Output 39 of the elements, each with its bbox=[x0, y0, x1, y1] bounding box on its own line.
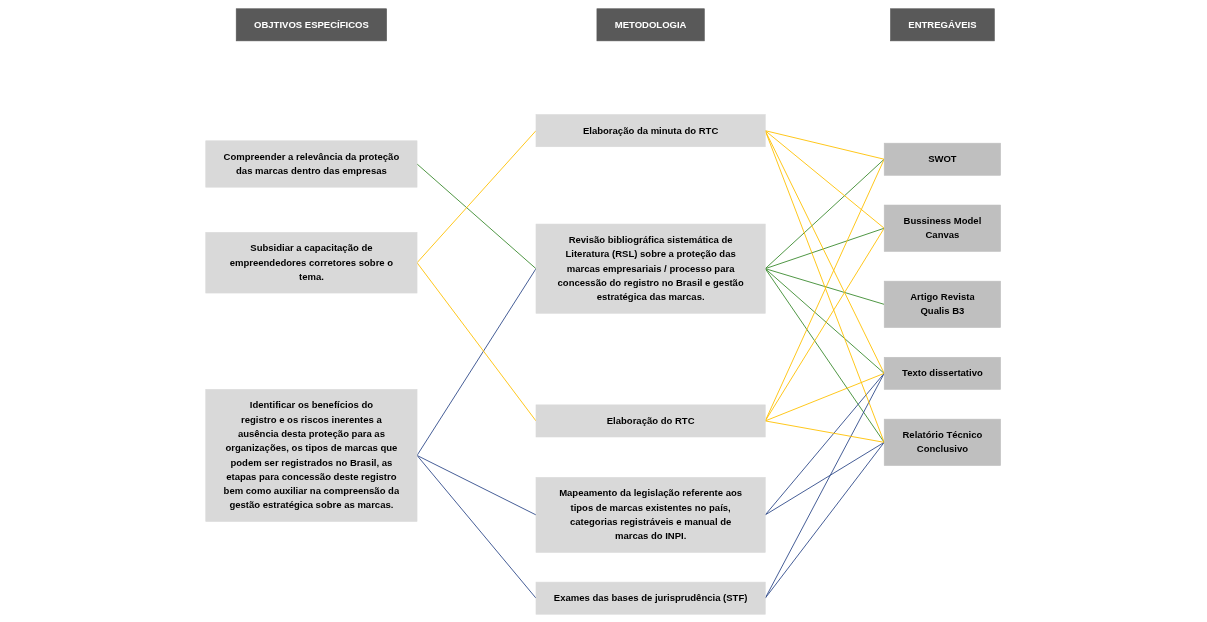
node-box bbox=[536, 404, 766, 437]
flowchart-drawing: OBJTIVOS ESPECÍFICOS Compreender a relevância da proteção das marcas dentro das empresas Subsidiar a capacitação de empreendedores corretores sobre o tema. Identificar os benefícios do registro e os riscos inerentes a ausência desta proteção para as organizações, os tipos de marcas que podem ser registrados no Brasil, as etapas para concessão deste registro bem como auxiliar na compreensão da gestão estratégica sobre as marcas. METODOLOGIA Elaboração da minuta do RTC Revisão bibliográfica sistemática de Literatura (RSL) sobre a proteção das marcas empresariais / processo para concessão do registro no Brasil e gestão estratégica das marcas. Elaboração do RTC Mapeamento da legislação referente aos tipos de marcas existentes no país, categorias registráveis e manual de marcas do INPI. Exames das bases de jurisprudência (STF) ENTREGÁVEIS SWOT Bussiness Model Canvas Artigo Revista Qualis B3 Texto dissertativo Relatório Técnico Conclusivo bbox=[201, 3, 1006, 619]
node-box bbox=[884, 356, 1002, 390]
node-box bbox=[205, 388, 418, 522]
connector bbox=[765, 267, 885, 305]
node-box bbox=[536, 581, 766, 615]
node-box bbox=[536, 223, 766, 314]
node-box bbox=[890, 7, 995, 41]
node-box bbox=[536, 476, 766, 553]
node-box bbox=[536, 113, 766, 147]
connector bbox=[416, 129, 537, 263]
connector bbox=[765, 441, 885, 599]
connector bbox=[416, 454, 537, 599]
connector bbox=[765, 129, 885, 443]
connector bbox=[765, 158, 885, 421]
connector bbox=[416, 267, 537, 456]
connector bbox=[765, 129, 885, 374]
connector bbox=[765, 158, 885, 269]
connector bbox=[765, 372, 885, 515]
connector bbox=[765, 129, 885, 160]
connector bbox=[765, 441, 885, 515]
node-box bbox=[205, 231, 418, 293]
connector bbox=[765, 227, 885, 421]
node-box bbox=[596, 7, 705, 41]
connector bbox=[765, 129, 885, 229]
node-box bbox=[884, 142, 1002, 176]
node-box bbox=[205, 140, 418, 187]
connector bbox=[765, 420, 885, 443]
node-box bbox=[884, 204, 1002, 252]
node-box bbox=[884, 418, 1002, 466]
node-box bbox=[236, 7, 388, 41]
connector bbox=[765, 267, 885, 374]
connector bbox=[765, 372, 885, 599]
connector bbox=[765, 267, 885, 443]
connector bbox=[765, 372, 885, 421]
connector bbox=[416, 454, 537, 515]
node-box bbox=[884, 280, 1002, 328]
connector bbox=[416, 163, 537, 269]
connector bbox=[765, 227, 885, 269]
